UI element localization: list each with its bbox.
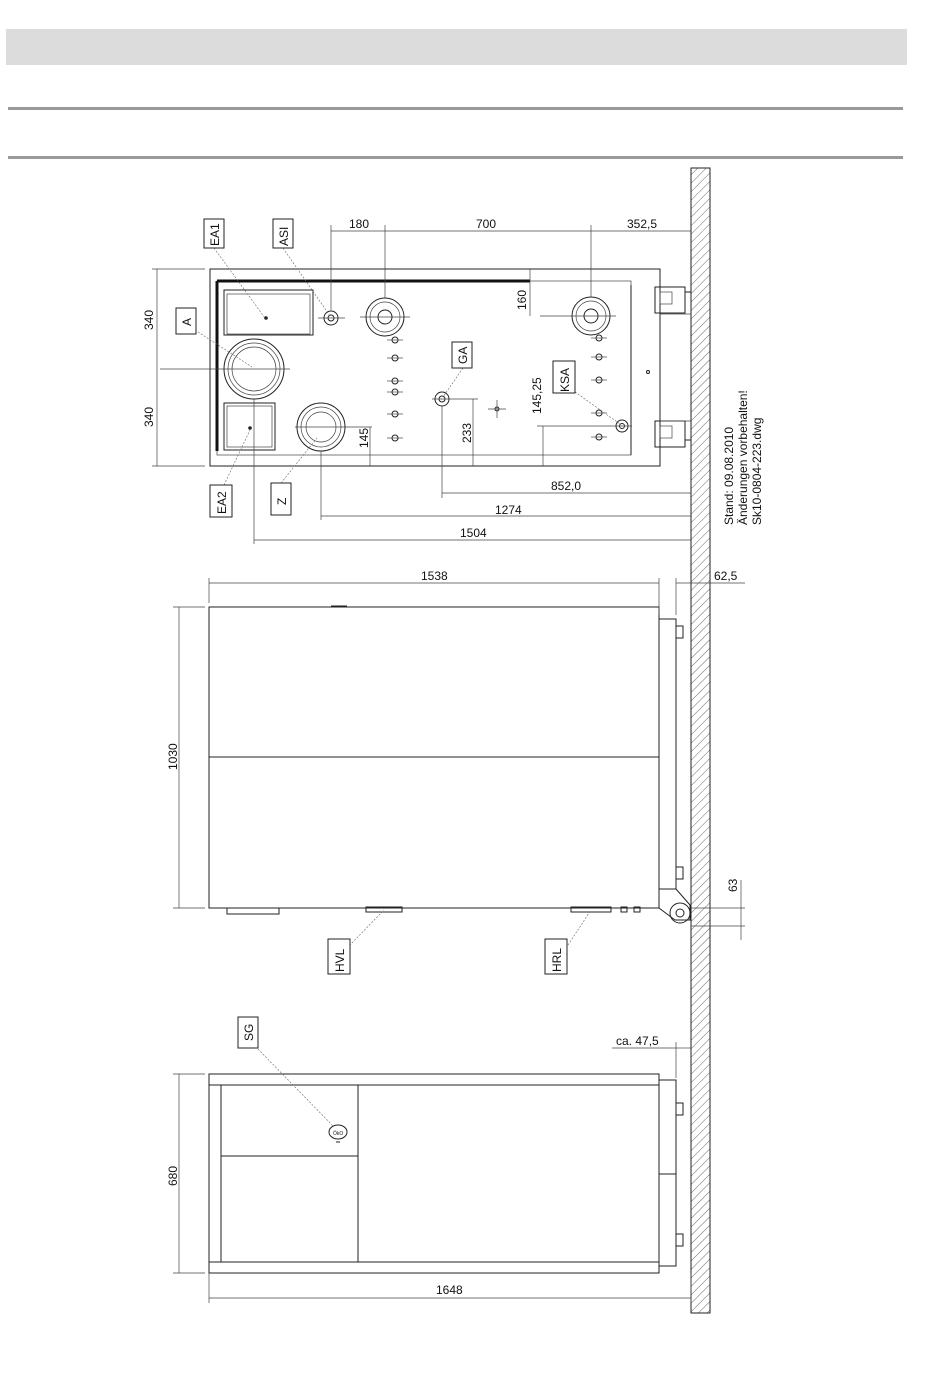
stamp-note: Änderungen vorbehalten! [736,390,750,525]
revision-stamp: Stand: 09.08.2010 Änderungen vorbehalten… [722,390,764,525]
dim-233: 233 [460,423,474,443]
dim-ca-47-5: ca. 47,5 [616,1034,659,1048]
controller-icon: ÖkO [329,1125,347,1142]
plan-view: 180 700 352,5 340 340 160 145 233 145,25… [142,217,691,544]
side-view: 1538 62,5 1030 63 HVL HRL [166,569,745,974]
dim-340-bottom: 340 [142,407,156,427]
wall [691,168,710,1313]
label-a: A [180,318,194,326]
control-panel [221,1085,358,1156]
plan-markers [387,335,650,441]
dim-352-5: 352,5 [627,217,657,231]
dim-1504: 1504 [460,526,487,540]
label-ksa: KSA [558,368,572,392]
label-sg: SG [242,1024,256,1041]
label-ga: GA [456,347,470,364]
connection-asi [318,311,345,325]
label-hvl: HVL [333,948,347,972]
front-casing [209,1074,659,1273]
dim-1274: 1274 [495,503,522,517]
dim-160: 160 [515,290,529,310]
dim-852: 852,0 [551,479,581,493]
stamp-date: Stand: 09.08.2010 [722,427,736,525]
connection-ksa [537,420,632,432]
label-asi: ASI [277,227,291,246]
dim-1538: 1538 [421,569,448,583]
dim-680: 680 [166,1166,180,1186]
flange-left [360,298,410,336]
dim-1648: 1648 [436,1283,463,1297]
front-view: ÖkO ca. 47,5 680 1648 SG [166,1017,691,1303]
label-hrl: HRL [550,948,564,972]
label-z: Z [275,498,289,505]
dim-145-25: 145,25 [530,377,544,414]
flue-a [160,339,290,399]
svg-text:ÖkO: ÖkO [333,1130,343,1137]
connection-ga [432,392,455,406]
ea1-panel [224,290,313,335]
dim-63: 63 [726,878,740,892]
stamp-file: Sk10-0804-223.dwg [750,418,764,525]
dim-180: 180 [349,217,369,231]
dim-340-top: 340 [142,310,156,330]
flange-right [540,297,616,335]
label-ea1: EA1 [208,223,222,246]
plan-casing [210,269,660,466]
dim-145: 145 [357,428,371,448]
label-ea2: EA2 [215,491,229,514]
dim-1030: 1030 [166,743,180,770]
dim-62-5: 62,5 [714,569,738,583]
dim-700: 700 [476,217,496,231]
wheel [659,889,690,923]
